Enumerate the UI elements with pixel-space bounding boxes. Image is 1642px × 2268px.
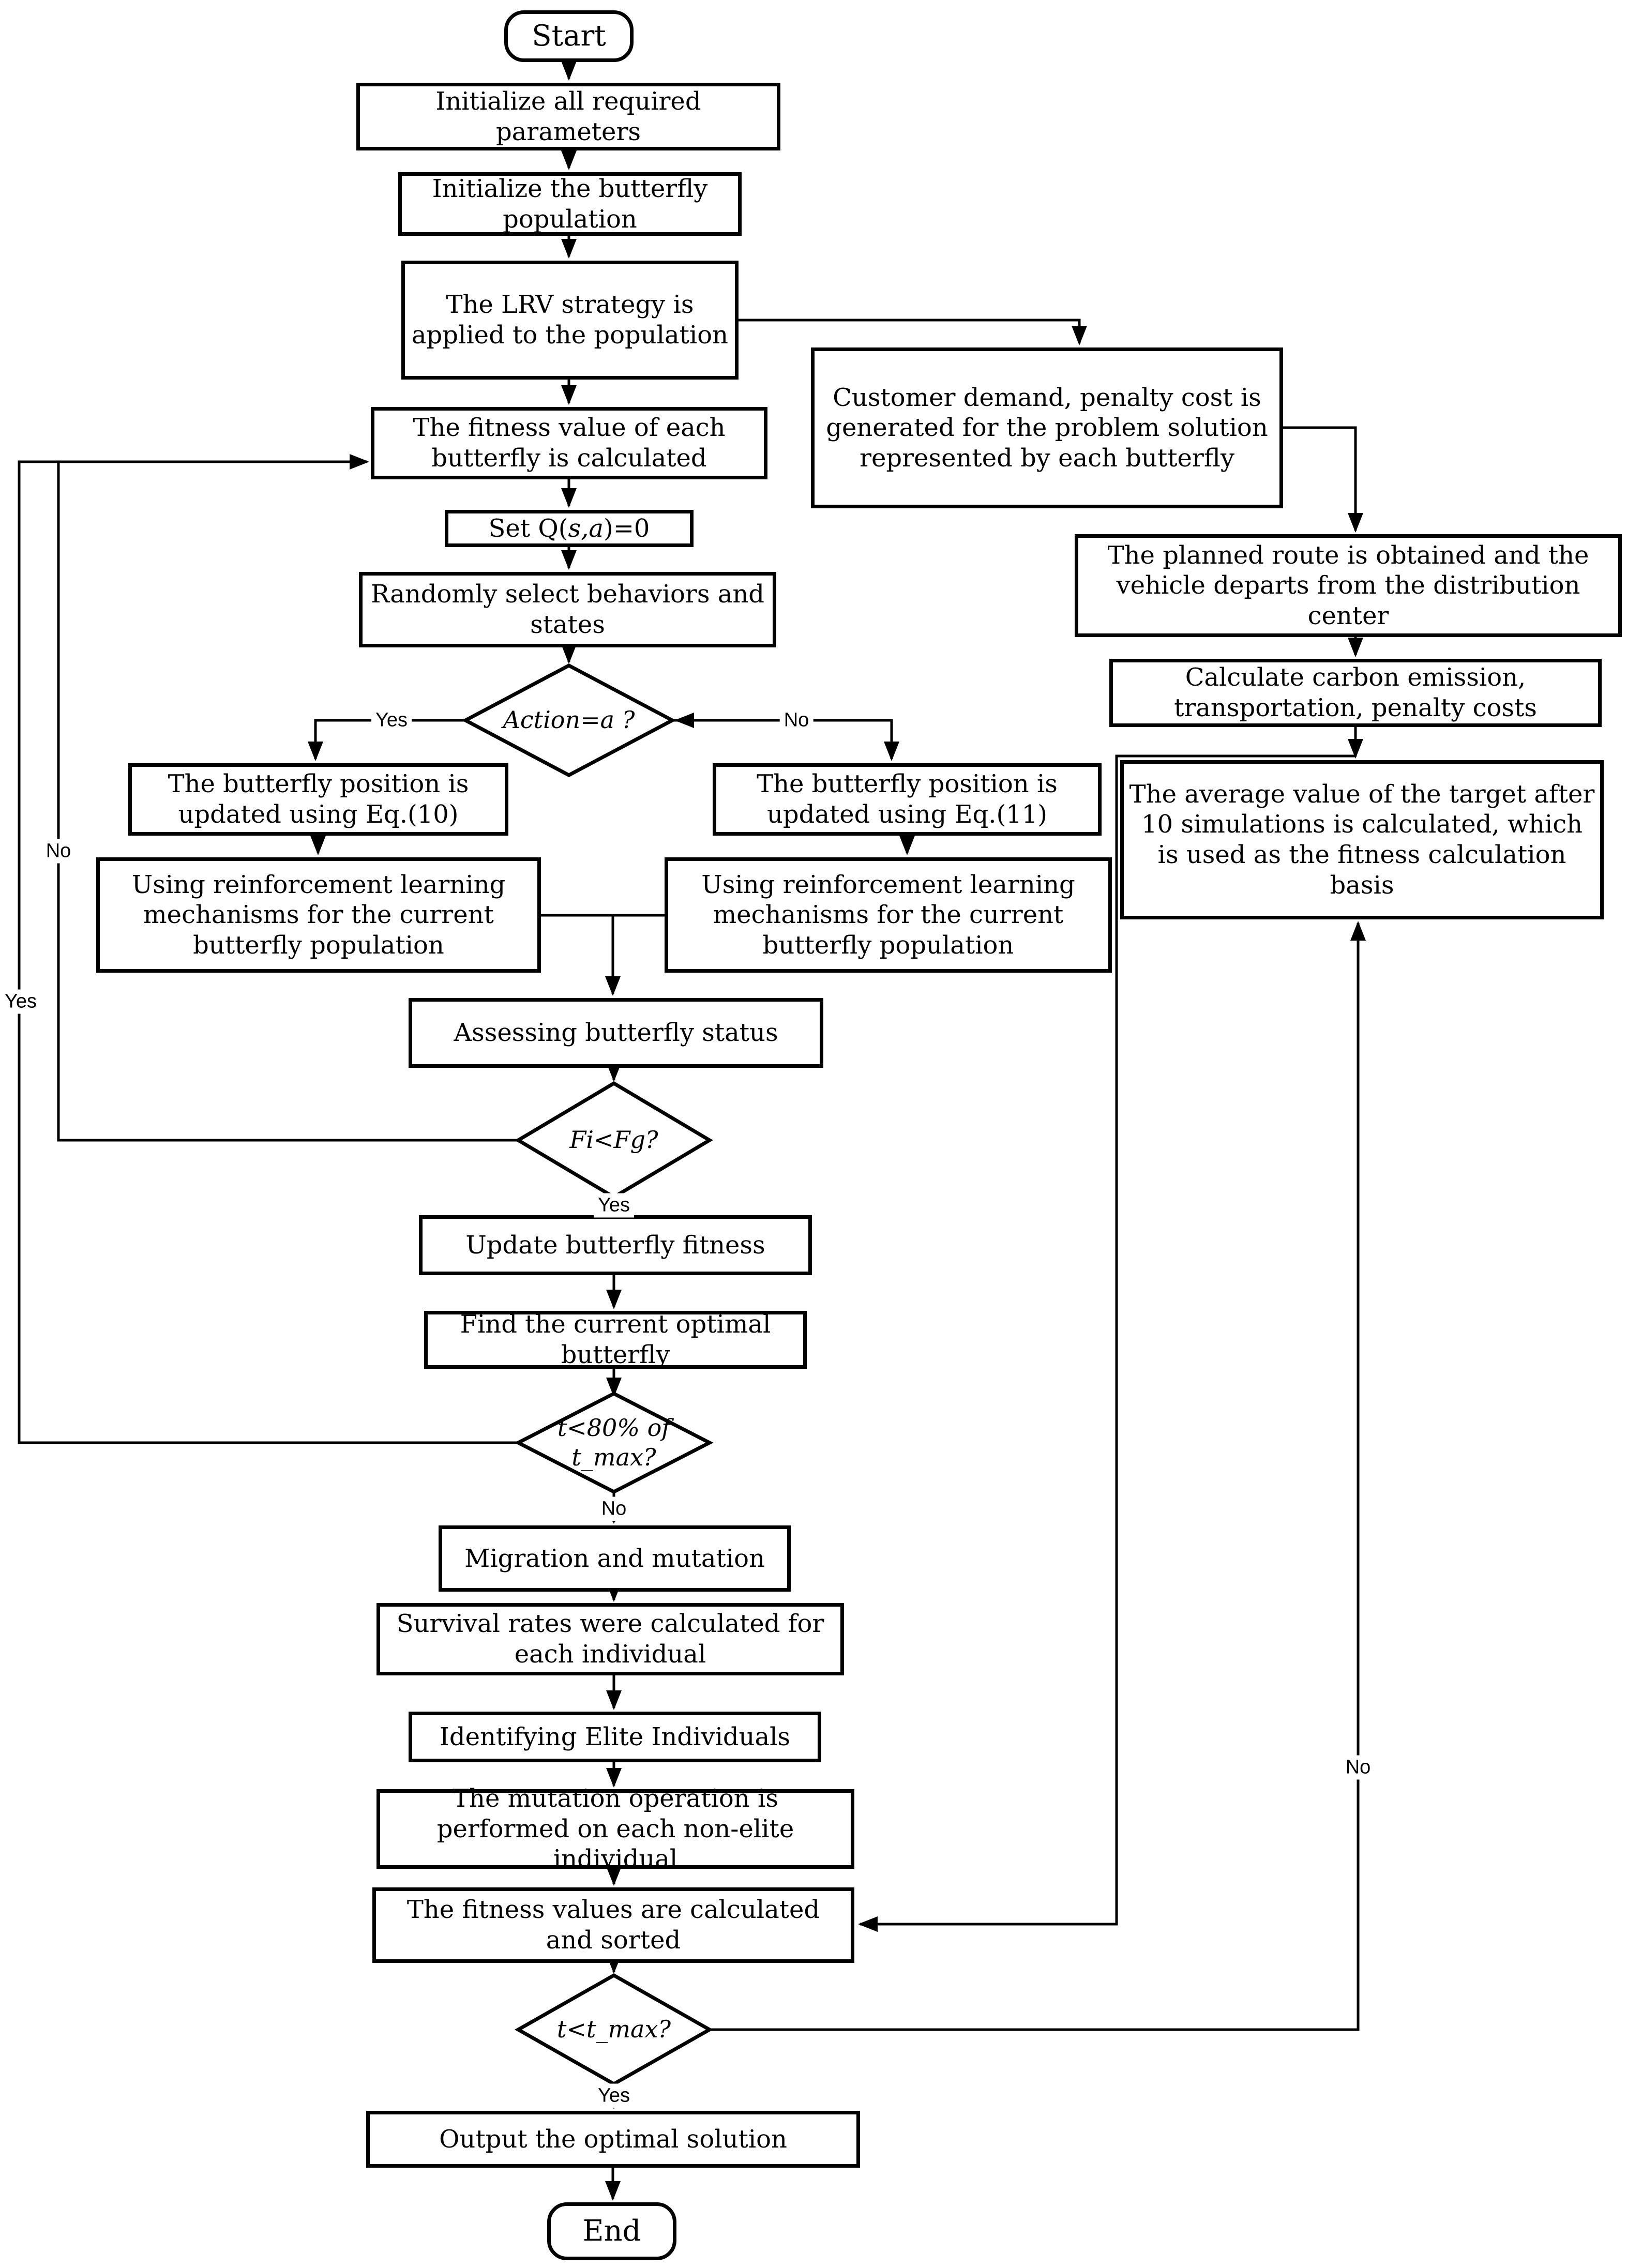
edge-label-t80-no: No bbox=[597, 1496, 631, 1521]
node-set-q-prefix: Set Q( bbox=[488, 513, 568, 543]
decision-t80-label: t<80% of t_max? bbox=[557, 1413, 671, 1472]
node-migration: Migration and mutation bbox=[439, 1525, 791, 1592]
node-random-select: Randomly select behaviors and states bbox=[359, 572, 776, 647]
node-output: Output the optimal solution bbox=[366, 2111, 860, 2168]
edge-fifg-no-feedback bbox=[57, 462, 518, 1142]
decision-ttmax-label: t<t_max? bbox=[556, 2015, 671, 2044]
edge-label-t80-yes: Yes bbox=[1, 989, 41, 1014]
node-rl-left: Using reinforcement learning mechanisms … bbox=[96, 857, 541, 973]
edge-action-no bbox=[672, 719, 899, 761]
node-migration-label: Migration and mutation bbox=[464, 1544, 765, 1573]
node-lrv: The LRV strategy is applied to the popul… bbox=[401, 261, 739, 380]
node-customer-demand: Customer demand, penalty cost is generat… bbox=[811, 347, 1283, 508]
node-set-q-vars: s,a bbox=[568, 513, 604, 543]
node-init-params: Initialize all required parameters bbox=[356, 83, 780, 150]
node-planned-route-label: The planned route is obtained and the ve… bbox=[1107, 540, 1589, 630]
node-update-fitness-label: Update butterfly fitness bbox=[465, 1230, 765, 1260]
decision-action-text: Action=a ? bbox=[491, 689, 646, 751]
decision-t80-text: t<80% of t_max? bbox=[536, 1392, 691, 1493]
edge-action-yes bbox=[308, 719, 465, 761]
node-mutation-nonelite-label: The mutation operation is performed on e… bbox=[436, 1784, 794, 1874]
node-survival-label: Survival rates were calculated for each … bbox=[396, 1609, 824, 1669]
node-eq11-label: The butterfly position is updated using … bbox=[757, 769, 1058, 829]
node-fitness-sorted: The fitness values are calculated and so… bbox=[372, 1887, 854, 1963]
node-assess: Assessing butterfly status bbox=[409, 998, 823, 1068]
node-random-select-label: Randomly select behaviors and states bbox=[371, 580, 764, 639]
node-fitness-each-label: The fitness value of each butterfly is c… bbox=[413, 413, 726, 473]
node-elite: Identifying Elite Individuals bbox=[409, 1712, 821, 1762]
node-mutation-nonelite: The mutation operation is performed on e… bbox=[376, 1784, 854, 1873]
node-init-params-label: Initialize all required parameters bbox=[435, 86, 701, 146]
decision-ttmax-text: t<t_max? bbox=[531, 1999, 697, 2061]
node-carbon-label: Calculate carbon emission, transportatio… bbox=[1174, 663, 1537, 722]
node-end: End bbox=[547, 2202, 676, 2260]
edge-label-fifg-no: No bbox=[41, 839, 76, 864]
edge-label-ttmax-yes: Yes bbox=[594, 2083, 634, 2108]
node-update-fitness: Update butterfly fitness bbox=[419, 1215, 812, 1275]
node-elite-label: Identifying Elite Individuals bbox=[439, 1722, 791, 1751]
node-set-q: Set Q(s,a)=0 bbox=[445, 510, 694, 547]
edge-t80-yes-feedback bbox=[18, 454, 518, 1444]
node-survival: Survival rates were calculated for each … bbox=[376, 1603, 844, 1675]
node-carbon: Calculate carbon emission, transportatio… bbox=[1109, 659, 1602, 727]
node-planned-route: The planned route is obtained and the ve… bbox=[1075, 534, 1622, 637]
node-eq10-label: The butterfly position is updated using … bbox=[168, 769, 469, 829]
node-start: Start bbox=[504, 10, 634, 62]
edge-ttmax-no-feedback bbox=[710, 921, 1366, 2031]
node-eq10: The butterfly position is updated using … bbox=[128, 763, 508, 836]
node-assess-label: Assessing butterfly status bbox=[454, 1018, 778, 1048]
node-rl-right-label: Using reinforcement learning mechanisms … bbox=[701, 870, 1075, 960]
edge-customer-planned bbox=[1283, 426, 1363, 533]
node-find-optimal-label: Find the current optimal butterfly bbox=[460, 1310, 771, 1369]
node-eq11: The butterfly position is updated using … bbox=[713, 763, 1102, 836]
edge-lrv-customer bbox=[739, 319, 1087, 345]
node-lrv-label: The LRV strategy is applied to the popul… bbox=[411, 290, 729, 350]
decision-action-shape bbox=[461, 663, 676, 777]
decision-fifg-text: Fi<Fg? bbox=[531, 1109, 697, 1171]
node-set-q-suffix: )=0 bbox=[603, 513, 650, 543]
decision-action-label: Action=a ? bbox=[503, 706, 635, 734]
edge-label-action-yes: Yes bbox=[371, 708, 412, 733]
node-init-population-label: Initialize the butterfly population bbox=[432, 174, 708, 234]
edge-average-sorted bbox=[858, 754, 1355, 1932]
node-init-population: Initialize the butterfly population bbox=[398, 172, 742, 236]
node-average-target-label: The average value of the target after 10… bbox=[1129, 779, 1595, 900]
node-output-label: Output the optimal solution bbox=[439, 2124, 787, 2154]
node-find-optimal: Find the current optimal butterfly bbox=[424, 1310, 807, 1369]
edge-label-fifg-yes: Yes bbox=[594, 1193, 634, 1218]
node-fitness-each: The fitness value of each butterfly is c… bbox=[371, 407, 767, 479]
decision-fifg-label: Fi<Fg? bbox=[569, 1126, 658, 1154]
decision-t80-shape bbox=[514, 1392, 714, 1494]
node-customer-demand-label: Customer demand, penalty cost is generat… bbox=[826, 383, 1268, 473]
node-fitness-sorted-label: The fitness values are calculated and so… bbox=[406, 1895, 820, 1955]
node-end-label: End bbox=[582, 2214, 641, 2248]
node-rl-right: Using reinforcement learning mechanisms … bbox=[665, 857, 1112, 973]
edge-label-ttmax-no: No bbox=[1341, 1755, 1375, 1780]
node-average-target: The average value of the target after 10… bbox=[1120, 760, 1604, 919]
node-start-label: Start bbox=[532, 19, 606, 53]
edge-label-action-no: No bbox=[779, 708, 814, 733]
node-rl-left-label: Using reinforcement learning mechanisms … bbox=[131, 870, 506, 960]
